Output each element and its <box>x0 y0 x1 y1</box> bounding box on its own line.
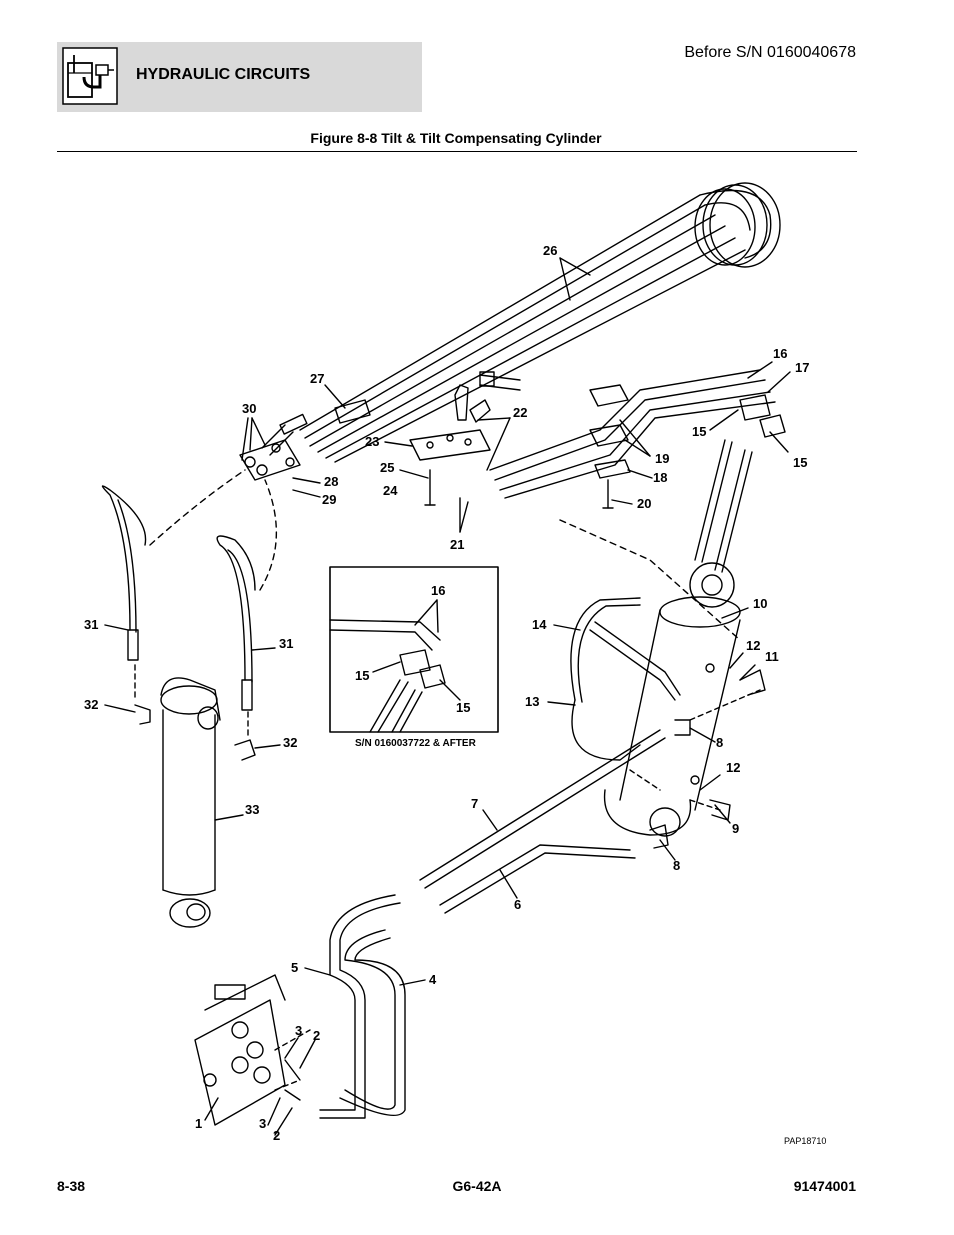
serial-number-note: Before S/N 0160040678 <box>684 44 856 61</box>
callout-10: 10 <box>753 596 768 611</box>
callout-15-inset-left: 15 <box>355 668 370 683</box>
callout-6: 6 <box>514 897 522 912</box>
control-valve-bank <box>194 974 301 1126</box>
tube-4 <box>344 929 396 1110</box>
callout-24: 24 <box>383 483 398 498</box>
callout-26: 26 <box>543 243 558 258</box>
inset-caption: S/N 0160037722 & AFTER <box>355 738 476 749</box>
figure-title: Figure 8-8 Tilt & Tilt Compensating Cyli… <box>310 130 602 146</box>
manifold-plate <box>409 369 776 499</box>
callout-32-right: 32 <box>283 735 298 750</box>
hose-31-left <box>101 485 147 631</box>
tube-5 <box>319 894 396 1111</box>
callout-7: 7 <box>471 796 479 811</box>
header-divider <box>57 151 857 152</box>
footer-part-number: 91474001 <box>793 1178 856 1194</box>
callout-31-left: 31 <box>84 617 99 632</box>
sheave-pulley <box>694 182 781 268</box>
fitting <box>739 669 766 696</box>
callout-5: 5 <box>291 960 299 975</box>
callout-32-left: 32 <box>84 697 99 712</box>
section-title: HYDRAULIC CIRCUITS <box>136 66 311 83</box>
callout-13: 13 <box>525 694 540 709</box>
callout-28: 28 <box>324 474 339 489</box>
callout-18: 18 <box>653 470 668 485</box>
tube-7 <box>419 729 661 881</box>
callout-3-top: 3 <box>295 1023 303 1038</box>
callout-19: 19 <box>655 451 670 466</box>
callout-16: 16 <box>773 346 788 361</box>
callout-15-inset-right: 15 <box>456 700 471 715</box>
hose-clamp <box>334 399 371 424</box>
callout-23: 23 <box>365 434 380 449</box>
callout-17: 17 <box>795 360 810 375</box>
callout-4: 4 <box>429 972 437 987</box>
tilt-compensating-cylinder <box>603 562 741 837</box>
callout-3-bottom: 3 <box>259 1116 267 1131</box>
callout-12-top: 12 <box>746 638 761 653</box>
drawing-id: PAP18710 <box>784 1136 827 1146</box>
callout-2-top: 2 <box>313 1028 321 1043</box>
callout-16-inset: 16 <box>431 583 446 598</box>
callout-15-right: 15 <box>793 455 808 470</box>
callout-8-bottom: 8 <box>673 858 681 873</box>
callout-21: 21 <box>450 537 465 552</box>
callout-29: 29 <box>322 492 337 507</box>
inset-detail-frame <box>329 566 499 733</box>
callout-33: 33 <box>245 802 260 817</box>
hose-13 <box>570 597 641 701</box>
callout-14: 14 <box>532 617 547 632</box>
callout-8-top: 8 <box>716 735 724 750</box>
callout-27: 27 <box>310 371 325 386</box>
callout-15-left: 15 <box>692 424 707 439</box>
callout-31-right: 31 <box>279 636 294 651</box>
footer-model: G6-42A <box>452 1178 502 1194</box>
header-banner <box>57 42 422 112</box>
tilt-cylinder <box>160 677 221 928</box>
hose-clamp <box>589 384 629 407</box>
fitting-block-left <box>239 413 308 481</box>
callout-2-bottom: 2 <box>273 1128 281 1143</box>
callout-12-bottom: 12 <box>726 760 741 775</box>
callout-20: 20 <box>637 496 652 511</box>
callout-1: 1 <box>195 1116 203 1131</box>
callout-25: 25 <box>380 460 395 475</box>
boom-hose-bundle <box>299 189 772 463</box>
hose-31-right <box>216 535 256 681</box>
tube-6 <box>439 844 631 906</box>
callout-22: 22 <box>513 405 528 420</box>
callout-11: 11 <box>765 649 779 664</box>
hydraulic-reservoir-icon <box>62 47 118 105</box>
footer-page-number: 8-38 <box>57 1178 86 1194</box>
tee-fittings-right <box>694 394 786 573</box>
callout-30: 30 <box>242 401 257 416</box>
callout-9: 9 <box>732 821 740 836</box>
elbow-fitting <box>134 704 151 725</box>
inset-hoses <box>329 619 441 641</box>
